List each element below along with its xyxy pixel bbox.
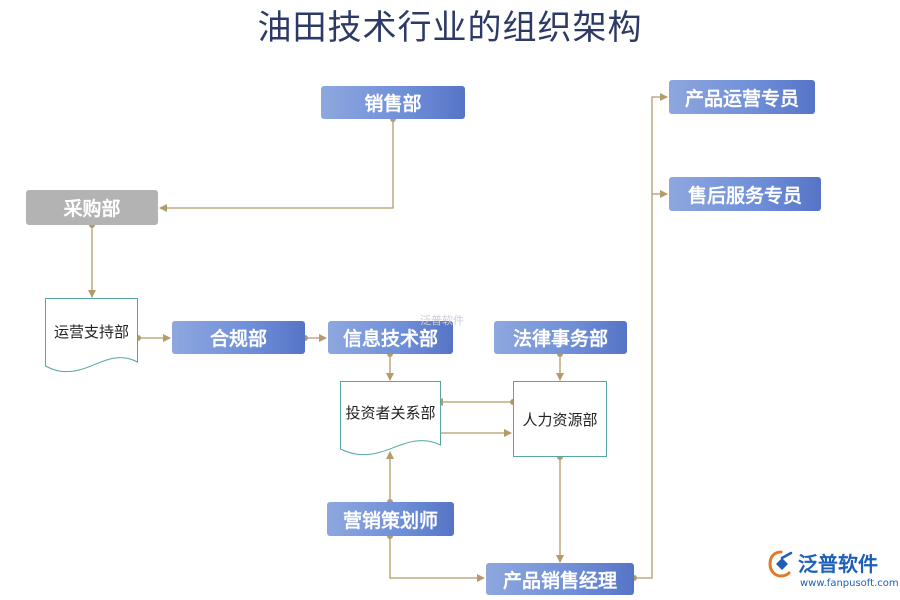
node-procurement-label: 采购部: [63, 198, 121, 220]
node-sales-label: 销售部: [364, 93, 422, 115]
brand-logo-icon: [768, 550, 793, 578]
node-hr: 人力资源部: [513, 381, 607, 457]
node-after-sales-label: 售后服务专员: [687, 184, 802, 207]
node-compliance-label: 合规部: [209, 328, 267, 350]
brand-logo-name: 泛普软件: [798, 552, 878, 576]
node-legal: 法律事务部: [494, 321, 627, 354]
node-compliance: 合规部: [172, 321, 305, 354]
node-product-sales-manager: 产品销售经理: [486, 563, 634, 595]
node-product-ops-label: 产品运营专员: [684, 87, 799, 110]
node-product-ops: 产品运营专员: [669, 80, 815, 114]
node-sales: 销售部: [321, 86, 465, 119]
node-after-sales: 售后服务专员: [669, 177, 821, 211]
brand-logo-url: www.fanpusoft.com: [800, 578, 899, 589]
node-marketing-label: 营销策划师: [342, 509, 438, 532]
node-product-sales-manager-label: 产品销售经理: [502, 569, 617, 592]
node-procurement: 采购部: [26, 190, 158, 225]
node-marketing: 营销策划师: [327, 502, 454, 536]
node-hr-label: 人力资源部: [522, 410, 598, 429]
edge-marketing-to-product-mgr: [389, 536, 485, 582]
node-it: 信息技术部: [328, 321, 453, 354]
edge-product-mgr-to-product-ops: [634, 93, 668, 579]
page-title: 油田技术行业的组织架构: [257, 8, 643, 48]
edge-sales-to-procurement: [159, 119, 394, 212]
watermark-text: 泛普软件: [420, 314, 464, 327]
node-ops-support: 运营支持部: [45, 298, 138, 374]
brand-logo: 泛普软件: [768, 550, 878, 578]
node-ops-support-label: 运营支持部: [53, 322, 129, 341]
node-ir: 投资者关系部: [340, 381, 441, 457]
node-it-label: 信息技术部: [342, 328, 438, 350]
document-shape: [340, 381, 441, 456]
node-legal-label: 法律事务部: [512, 328, 608, 350]
document-shape: [45, 298, 138, 373]
node-ir-label: 投资者关系部: [345, 403, 436, 422]
